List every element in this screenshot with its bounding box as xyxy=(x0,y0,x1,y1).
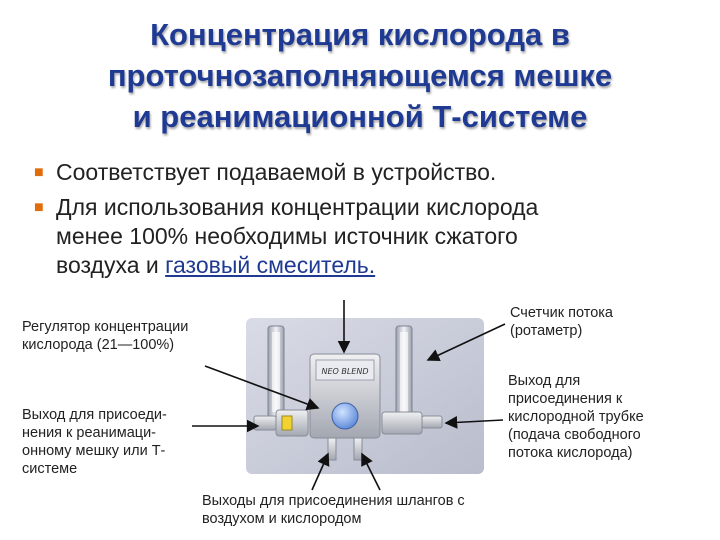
outlet-right-label-line-2: присоединения к xyxy=(508,391,623,407)
regulator-label-line-1: Регулятор концентрации xyxy=(22,319,189,335)
bullet-item-1: ■ Соответствует подаваемой в устройство. xyxy=(34,158,704,187)
device-brand-label: NEO BLEND xyxy=(321,367,368,376)
inlets-label: Выходы для присоединения шлангов с возду… xyxy=(202,492,465,528)
title-line-3: и реанимационной Т-системе xyxy=(132,99,588,134)
regulator-label-line-2: кислорода (21—100%) xyxy=(22,337,175,353)
title-line-1: Концентрация кислорода в xyxy=(150,17,570,52)
bullet-item-2: ■ Для использования концентрации кислоро… xyxy=(34,193,704,280)
inlets-label-line-2: воздухом и кислородом xyxy=(202,511,362,527)
outlet-left-label-line-2: нения к реанимаци- xyxy=(22,425,156,441)
bullet-text-2-line-2: менее 100% необходимы источник сжатого xyxy=(56,223,518,249)
outlet-right-label: Выход для присоединения к кислородной тр… xyxy=(508,372,644,462)
bullet-text-1: Соответствует подаваемой в устройство. xyxy=(56,159,497,185)
bullet-list: ■ Соответствует подаваемой в устройство.… xyxy=(34,158,704,286)
outlet-right-label-line-4: (подача свободного xyxy=(508,427,641,443)
inlets-label-line-1: Выходы для присоединения шлангов с xyxy=(202,493,465,509)
gas-blender-link[interactable]: газовый смеситель. xyxy=(165,252,376,278)
flowmeter-label-line-1: Счетчик потока xyxy=(510,305,613,321)
outlet-right-label-line-3: кислородной трубке xyxy=(508,409,644,425)
bullet-text-2-line-1: Для использования концентрации кислорода xyxy=(56,194,539,220)
slide-title: Концентрация кислорода в проточнозаполня… xyxy=(0,14,720,137)
outlet-left-label-line-1: Выход для присоеди- xyxy=(22,407,167,423)
outlet-left-label-line-3: онному мешку или Т- xyxy=(22,443,166,459)
outlet-left-label: Выход для присоеди- нения к реанимаци- о… xyxy=(22,406,167,478)
title-line-2: проточнозаполняющемся мешке xyxy=(107,58,613,93)
gas-blender-device-image: NEO BLEND xyxy=(246,318,484,474)
outlet-right-label-line-1: Выход для xyxy=(508,373,581,389)
bullet-square-icon: ■ xyxy=(34,199,44,216)
bullet-text-2-line-3: воздуха и газовый смеситель. xyxy=(56,251,704,280)
outlet-right-label-line-5: потока кислорода) xyxy=(508,445,633,461)
bullet-text-2-prefix: воздуха и xyxy=(56,252,166,278)
bullet-square-icon: ■ xyxy=(34,164,44,181)
flowmeter-label-line-2: (ротаметр) xyxy=(510,323,583,339)
regulator-label: Регулятор концентрации кислорода (21—100… xyxy=(22,318,188,354)
flowmeter-label: Счетчик потока (ротаметр) xyxy=(510,304,613,340)
outlet-left-label-line-4: системе xyxy=(22,461,78,477)
